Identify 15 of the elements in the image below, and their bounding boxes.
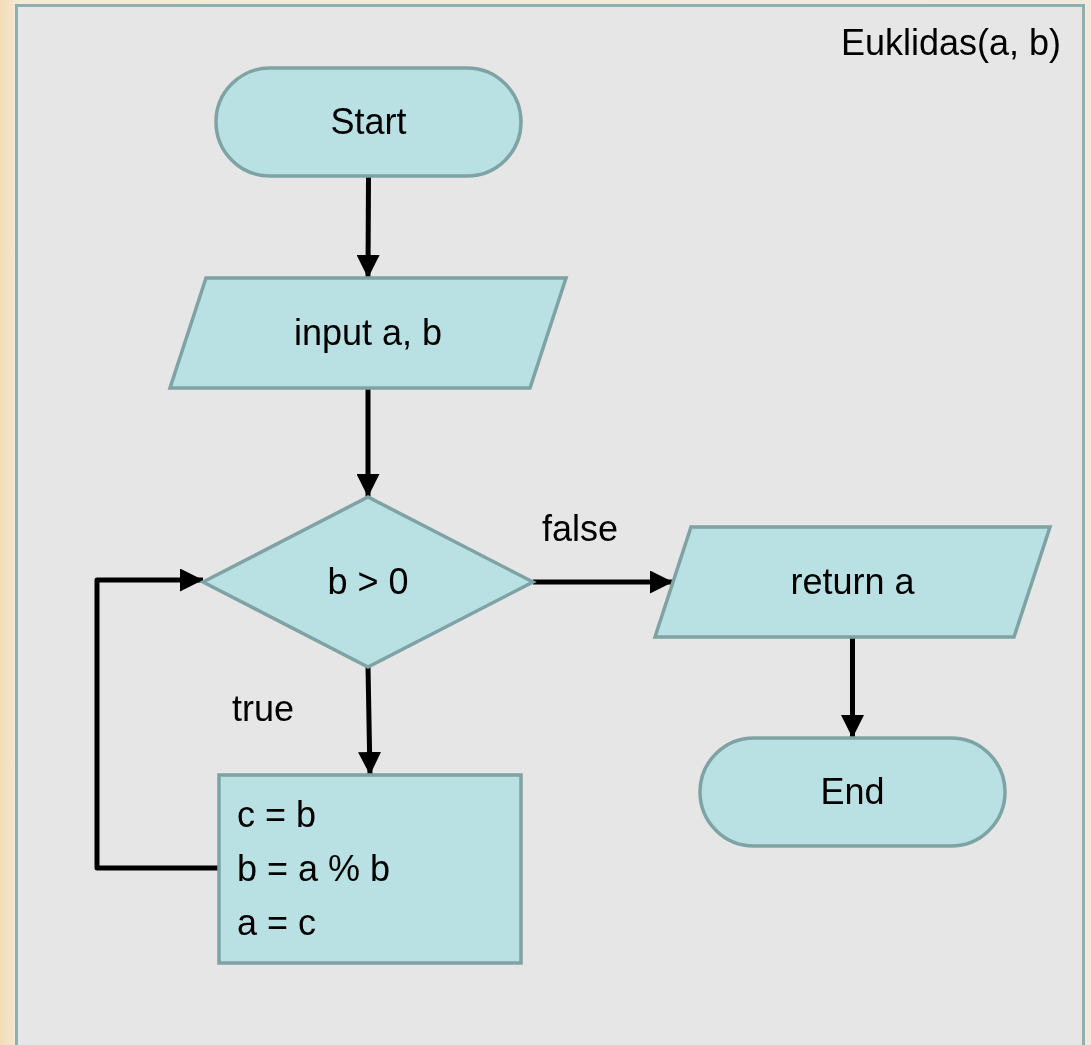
node-text: b > 0 (327, 560, 409, 604)
node-text: End (820, 770, 885, 814)
node-text: b = a % b (237, 847, 391, 891)
node-text: input a, b (293, 311, 443, 355)
arrow (358, 666, 382, 776)
node-text: a = c (237, 901, 317, 945)
node-text: c = b (237, 793, 317, 837)
arrow (841, 637, 864, 738)
node-text: Start (330, 100, 407, 144)
arrow (356, 176, 380, 278)
diagram-title: Euklidas(a, b) (840, 22, 1061, 64)
arrow (94, 568, 219, 871)
node-text: return a (790, 560, 915, 604)
arrow (356, 388, 380, 497)
arrow (533, 570, 673, 594)
